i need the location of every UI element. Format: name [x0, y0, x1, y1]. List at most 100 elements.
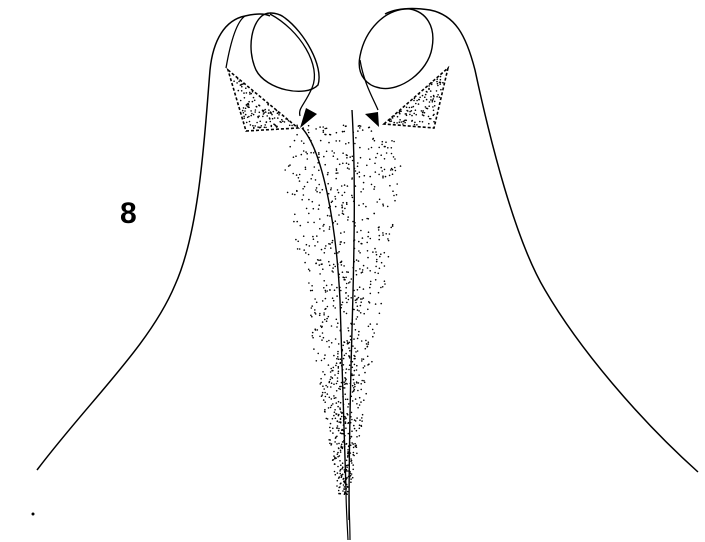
stipple-dot: [277, 117, 279, 119]
stipple-dot: [362, 271, 364, 273]
stipple-dot: [360, 157, 362, 159]
stipple-dot: [293, 221, 295, 223]
stipple-dot: [306, 153, 308, 155]
stipple-dot: [361, 417, 363, 419]
stipple-dot: [337, 158, 339, 160]
stipple-dot: [347, 486, 349, 488]
stipple-dot: [263, 112, 265, 114]
stipple-dot: [345, 383, 347, 385]
stipple-dot: [422, 121, 424, 123]
stipple-dot: [337, 252, 339, 254]
stipple-dot: [339, 470, 341, 472]
stipple-dot: [329, 226, 331, 228]
stipple-dot: [357, 162, 359, 164]
stipple-dot: [241, 90, 243, 92]
stipple-dot: [347, 399, 349, 401]
stipple-dot: [271, 125, 273, 127]
stipple-dot: [300, 225, 302, 227]
stipple-dot: [252, 101, 254, 103]
stipple-dot: [442, 82, 444, 84]
stipple-dot: [389, 185, 391, 187]
stipple-dot: [333, 367, 335, 369]
stipple-dot: [335, 397, 337, 399]
stipple-dot: [353, 358, 355, 360]
stipple-dot: [333, 455, 335, 457]
stipple-dot: [322, 392, 324, 394]
stipple-dot: [338, 490, 340, 492]
stipple-dot: [343, 478, 345, 480]
stipple-dot: [356, 231, 358, 233]
stipple-dot: [337, 172, 339, 174]
stipple-dot: [259, 105, 261, 107]
stipple-dot: [332, 459, 334, 461]
stipple-dot: [364, 365, 366, 367]
stipple-dot: [325, 291, 327, 293]
stipple-dot: [337, 351, 339, 353]
stipple-dot: [313, 348, 315, 350]
stipple-dot: [430, 90, 432, 92]
stipple-dot: [380, 303, 382, 305]
stipple-dot: [383, 205, 385, 207]
stipple-dot: [307, 129, 309, 131]
stipple-dot: [426, 91, 428, 93]
stipple-dot: [319, 336, 321, 338]
stipple-dot: [319, 264, 321, 266]
stipple-dot: [359, 171, 361, 173]
stipple-dot: [357, 338, 359, 340]
stipple-dot: [376, 201, 378, 203]
stipple-dot: [318, 184, 320, 186]
stipple-dot: [344, 486, 346, 488]
stipple-dot: [317, 329, 319, 331]
stipple-dot: [246, 105, 248, 107]
stipple-dot: [311, 307, 313, 309]
stipple-dot: [273, 111, 275, 113]
stipple-dot: [344, 488, 346, 490]
stipple-dot: [299, 180, 301, 182]
stipple-dot: [368, 363, 370, 365]
stipple-dot: [355, 351, 357, 353]
stipple-dot: [354, 370, 356, 372]
stipple-dot: [342, 152, 344, 154]
stipple-dot: [347, 343, 349, 345]
stipple-dot: [348, 369, 350, 371]
stipple-dot: [365, 206, 367, 208]
stipple-dot: [329, 228, 331, 230]
stipple-dot: [265, 127, 267, 129]
stipple-dot: [402, 121, 404, 123]
stipple-dot: [356, 417, 358, 419]
stipple-dot: [342, 302, 344, 304]
stipple-dot: [349, 364, 351, 366]
stipple-dot: [289, 146, 291, 148]
stipple-dot: [332, 432, 334, 434]
stipple-dot: [345, 143, 347, 145]
stipple-dot: [308, 282, 310, 284]
stipple-dot: [334, 397, 336, 399]
stipple-dot: [318, 208, 320, 210]
stipple-dot: [321, 263, 323, 265]
stipple-dot: [436, 81, 438, 83]
stipple-dot: [360, 191, 362, 193]
stipple-dot: [351, 462, 353, 464]
stipple-dot: [428, 123, 430, 125]
stipple-dot: [405, 120, 407, 122]
stipple-dot: [338, 421, 340, 423]
stipple-dot: [363, 399, 365, 401]
stipple-dot: [364, 175, 366, 177]
stipple-dot: [440, 76, 442, 78]
stipple-dot: [339, 460, 341, 462]
stipple-dot: [358, 382, 360, 384]
stipple-dot: [343, 125, 345, 127]
stipple-dot: [439, 82, 441, 84]
stipple-dot: [392, 224, 394, 226]
stipple-dot: [353, 379, 355, 381]
stipple-dot: [322, 126, 324, 128]
stipple-dot: [341, 416, 343, 418]
stipple-dot: [248, 107, 250, 109]
stipple-dot: [272, 118, 274, 120]
stipple-dot: [369, 158, 371, 160]
stipple-dot: [440, 79, 442, 81]
stipple-dot: [379, 235, 381, 237]
stipple-dot: [347, 491, 349, 493]
stipple-dot: [346, 340, 348, 342]
stipple-dot: [361, 425, 363, 427]
